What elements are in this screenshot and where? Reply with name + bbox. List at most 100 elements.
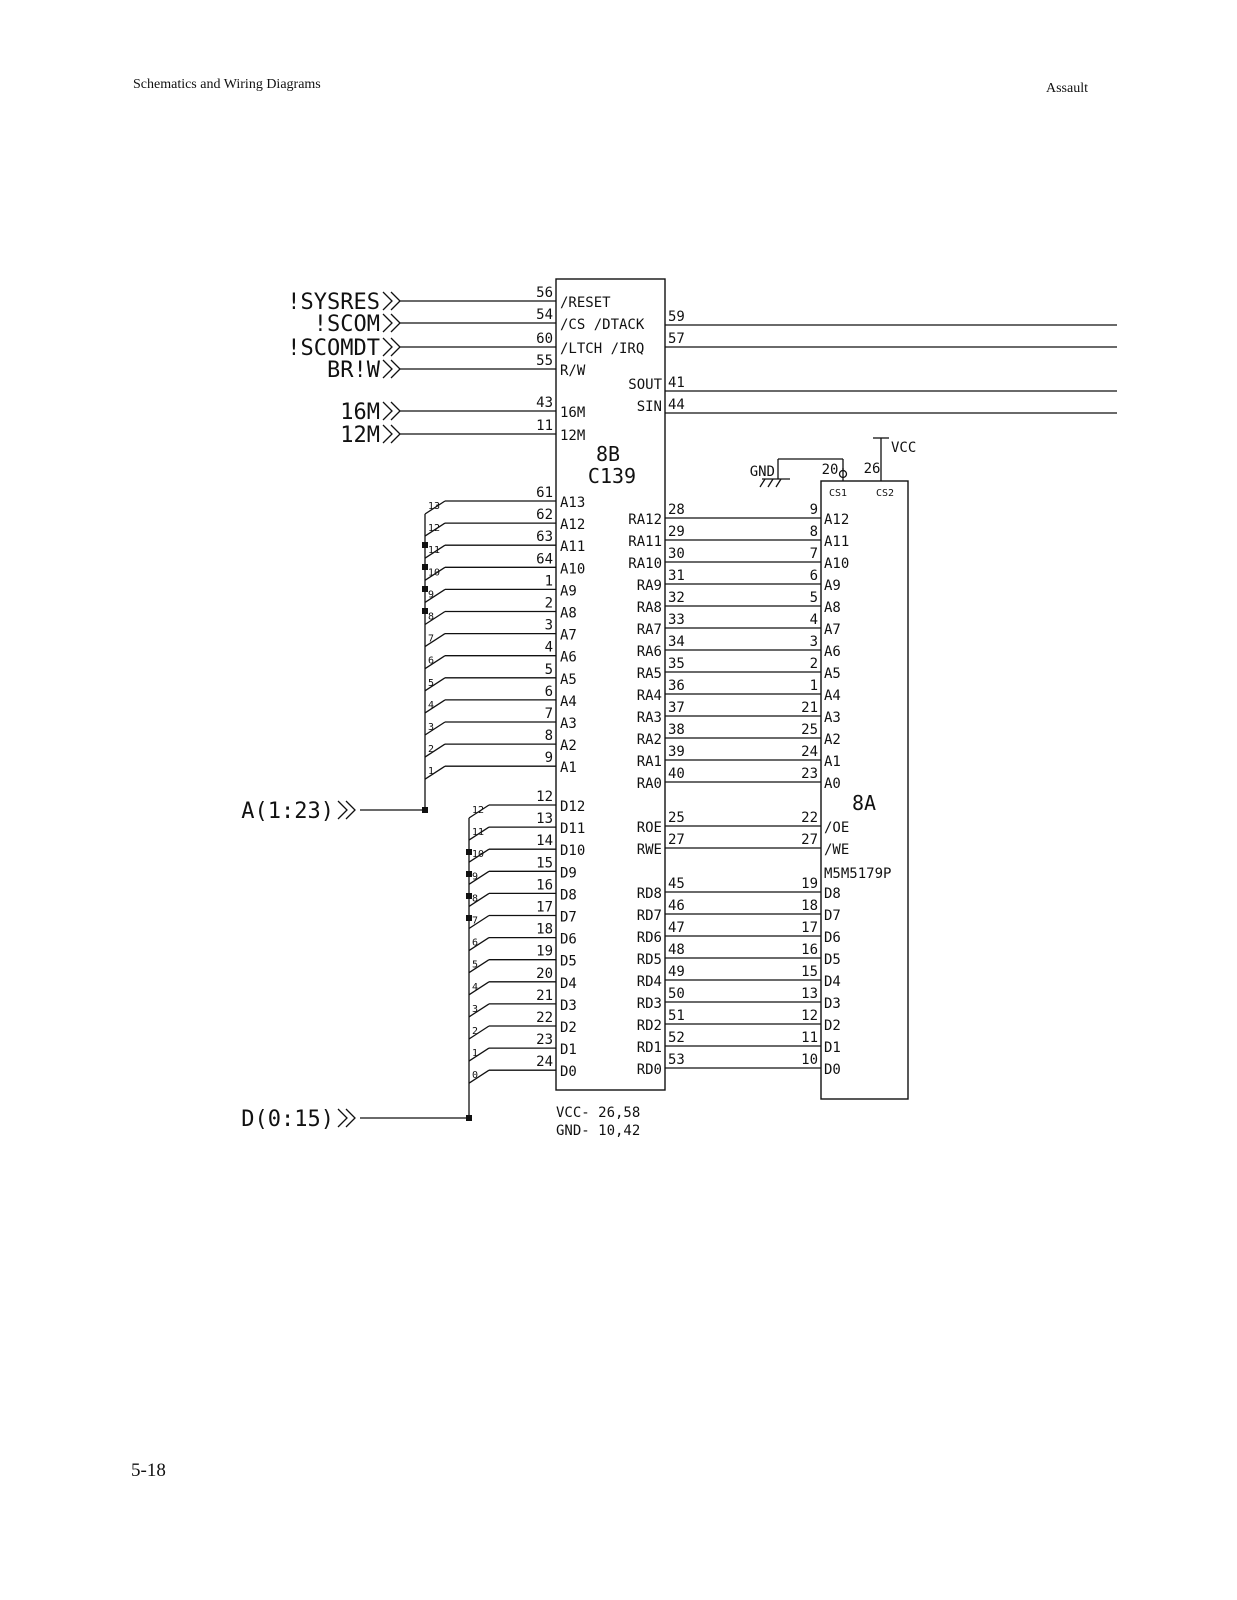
- bus-index: 9: [428, 589, 434, 600]
- pin-number: 8: [810, 524, 818, 540]
- wires: [337, 278, 1117, 1128]
- input-signal-label: !SCOM: [314, 312, 380, 337]
- pin-number: 41: [668, 375, 685, 391]
- pin-name: /OE: [824, 820, 849, 836]
- bus-index: 6: [428, 656, 434, 667]
- bus-index: 7: [428, 634, 434, 645]
- pin-number: 49: [668, 964, 685, 980]
- pin-name: D0: [824, 1062, 841, 1078]
- pin-number: 61: [536, 485, 553, 501]
- pin-number: 62: [536, 507, 553, 523]
- pin-number: 53: [668, 1052, 685, 1068]
- pin-number: 14: [536, 833, 553, 849]
- bus-index: 8: [428, 612, 434, 623]
- pin-name: D12: [560, 799, 585, 815]
- bus-index: 4: [428, 700, 434, 711]
- bus-index: 12: [472, 805, 484, 816]
- pin-number: 36: [668, 678, 685, 694]
- pin-name: ROE: [637, 820, 662, 836]
- pin-name: A1: [560, 760, 577, 776]
- bus-entry: [468, 937, 490, 952]
- bus-index: 6: [472, 938, 478, 949]
- pin-number: 38: [668, 722, 685, 738]
- bus-index: 2: [428, 744, 434, 755]
- junction-dot: [466, 871, 472, 877]
- bus-entry: [468, 959, 490, 974]
- pin-name: RA12: [628, 512, 662, 528]
- pin-number: 34: [668, 634, 685, 650]
- pin-number: 44: [668, 397, 685, 413]
- bus-index: 11: [428, 545, 440, 556]
- power-note-gnd: GND- 10,42: [556, 1123, 640, 1139]
- pin-name: RA6: [637, 644, 662, 660]
- pin-name: SOUT: [628, 377, 662, 393]
- bus-entry: [468, 848, 490, 863]
- pin-name: RA11: [628, 534, 662, 550]
- pin-number: 5: [810, 590, 818, 606]
- pin-name: RA9: [637, 578, 662, 594]
- pin-number: 32: [668, 590, 685, 606]
- pin-number: 30: [668, 546, 685, 562]
- pin-name: RA1: [637, 754, 662, 770]
- pin-number: 6: [810, 568, 818, 584]
- input-signal-label: !SCOMDT: [287, 336, 380, 361]
- junction-dot: [422, 564, 428, 570]
- pin-number: 37: [668, 700, 685, 716]
- bus-entry: [424, 566, 446, 581]
- pin-number: 13: [801, 986, 818, 1002]
- pin-number: 16: [801, 942, 818, 958]
- pin-name: /RESET: [560, 295, 611, 311]
- bus-entry: [424, 721, 446, 736]
- pin-name: RA10: [628, 556, 662, 572]
- pin-number: 25: [801, 722, 818, 738]
- bus-entry: [468, 1069, 490, 1084]
- input-signal-label: BR!W: [327, 358, 381, 383]
- pin-name: A3: [560, 716, 577, 732]
- pin-name: D2: [824, 1018, 841, 1034]
- page-header-title: Schematics and Wiring Diagrams: [133, 77, 321, 92]
- bus-index: 3: [472, 1004, 478, 1015]
- pin-name: A7: [560, 628, 577, 644]
- pin-name: A5: [560, 672, 577, 688]
- chip-8b-part: C139: [588, 464, 636, 488]
- pin-number: 18: [536, 922, 553, 938]
- chip-8b-body: [555, 278, 666, 1091]
- pin-name: A6: [560, 650, 577, 666]
- junction-dot: [466, 915, 472, 921]
- pin-name: D2: [560, 1020, 577, 1036]
- pin-name: A12: [824, 512, 849, 528]
- pin-number: 22: [801, 810, 818, 826]
- bus-index: 10: [428, 567, 440, 578]
- pin-number: 9: [545, 750, 553, 766]
- bus-index: 5: [428, 678, 434, 689]
- pin-number: 3: [545, 618, 553, 634]
- bus-entry: [424, 588, 446, 603]
- pin-number: 55: [536, 353, 553, 369]
- bus-index: 0: [472, 1070, 478, 1081]
- pin-number: 50: [668, 986, 685, 1002]
- pin-name: /WE: [824, 842, 849, 858]
- vcc-label: VCC: [891, 440, 916, 456]
- chip-8a-ref: 8A: [852, 791, 876, 815]
- pin-name: D1: [560, 1042, 577, 1058]
- junction-dot: [466, 849, 472, 855]
- pin-number: 54: [536, 307, 553, 323]
- pin-name: RD6: [637, 930, 662, 946]
- bus-index: 5: [472, 960, 478, 971]
- pin-number: 4: [810, 612, 818, 628]
- pin-number: 59: [668, 309, 685, 325]
- pin-number: 19: [536, 944, 553, 960]
- pin-name: RD2: [637, 1018, 662, 1034]
- pin-name: A3: [824, 710, 841, 726]
- pin-number: 21: [801, 700, 818, 716]
- pin-name: A0: [824, 776, 841, 792]
- bus-entry: [468, 1047, 490, 1062]
- pin-name: A5: [824, 666, 841, 682]
- pin-name: RD5: [637, 952, 662, 968]
- pin-name: D1: [824, 1040, 841, 1056]
- bus-entry: [424, 765, 446, 780]
- pin-name: /CS /DTACK: [560, 317, 645, 333]
- bus-entry: [424, 610, 446, 626]
